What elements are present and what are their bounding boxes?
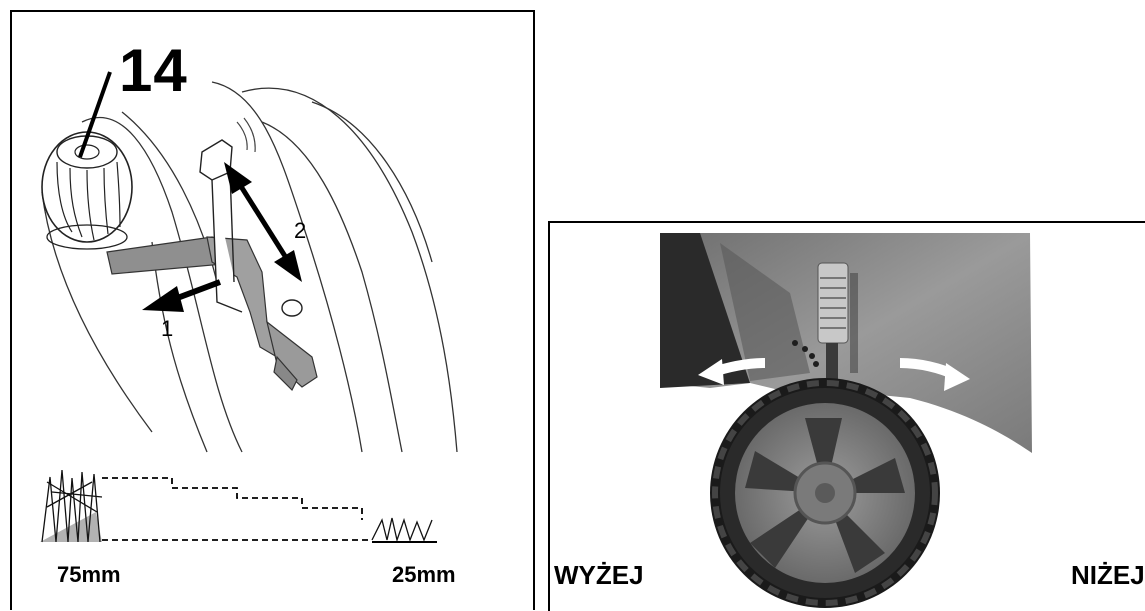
arrow-1-label: 1 <box>161 316 174 341</box>
arrow-1 <box>142 279 222 312</box>
adjust-arrows <box>698 358 970 391</box>
leader-line <box>78 71 112 158</box>
wheel-photo-panel <box>548 221 1145 611</box>
lower-label: NIŻEJ <box>1071 560 1145 590</box>
wheel <box>710 378 940 608</box>
lever-diagram <box>40 71 458 543</box>
lever-diagram-panel: 14 1 2 75mm 25mm <box>10 10 535 610</box>
min-height-label: 25mm <box>392 562 456 587</box>
wheel-photo <box>660 233 1032 608</box>
knob-14 <box>41 131 133 250</box>
arrow-2 <box>224 162 302 282</box>
cutting-height-scale <box>40 469 437 543</box>
arrow-2-label: 2 <box>294 218 307 243</box>
step-number-label: 14 <box>119 37 188 104</box>
max-height-label: 75mm <box>57 562 121 587</box>
higher-label: WYŻEJ <box>554 560 644 590</box>
